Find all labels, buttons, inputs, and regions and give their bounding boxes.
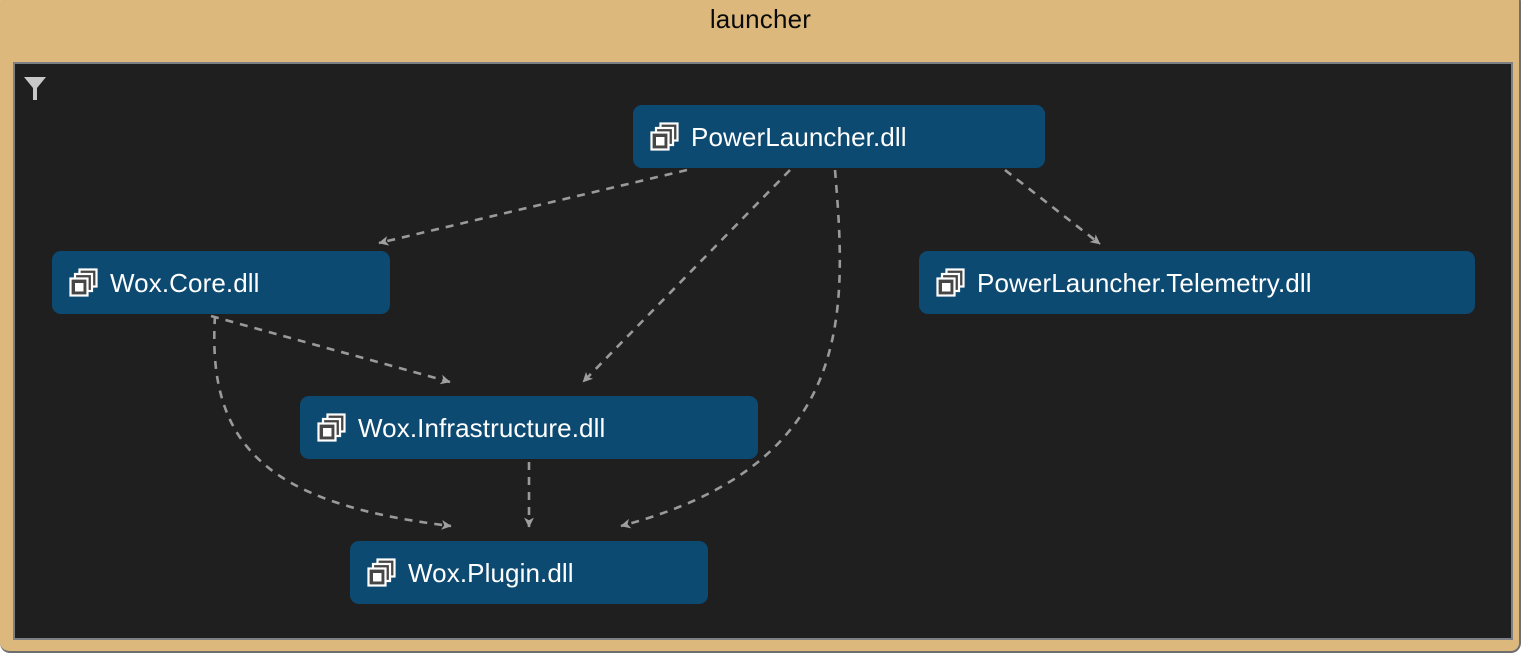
diagram-canvas[interactable]: PowerLauncher.dll Wox.Core.dll (13, 62, 1513, 640)
edge-powerlauncher-to-infrastructure (582, 169, 791, 383)
node-powerlauncher-dll[interactable]: PowerLauncher.dll (633, 105, 1045, 168)
node-label: PowerLauncher.Telemetry.dll (977, 267, 1312, 298)
node-wox-infrastructure-dll[interactable]: Wox.Infrastructure.dll (300, 396, 758, 459)
node-powerlauncher-telemetry-dll[interactable]: PowerLauncher.Telemetry.dll (919, 251, 1475, 314)
node-label: Wox.Infrastructure.dll (358, 412, 606, 443)
node-label: Wox.Core.dll (110, 267, 260, 298)
node-wox-plugin-dll[interactable]: Wox.Plugin.dll (350, 541, 708, 604)
assembly-stack-icon (366, 557, 396, 588)
edge-wox-core-to-infrastructure (210, 314, 451, 385)
node-label: Wox.Plugin.dll (408, 557, 574, 588)
assembly-stack-icon (68, 267, 98, 298)
edge-powerlauncher-to-telemetry (1004, 168, 1101, 246)
node-label: PowerLauncher.dll (691, 121, 907, 152)
filter-funnel-icon[interactable] (22, 74, 48, 102)
edge-powerlauncher-to-wox-core (378, 168, 688, 246)
assembly-stack-icon (649, 121, 679, 152)
assembly-stack-icon (935, 267, 965, 298)
edge-powerlauncher-to-wox-plugin (620, 169, 842, 529)
node-wox-core-dll[interactable]: Wox.Core.dll (52, 251, 390, 314)
assembly-stack-icon (316, 412, 346, 443)
group-title: launcher (709, 4, 812, 34)
